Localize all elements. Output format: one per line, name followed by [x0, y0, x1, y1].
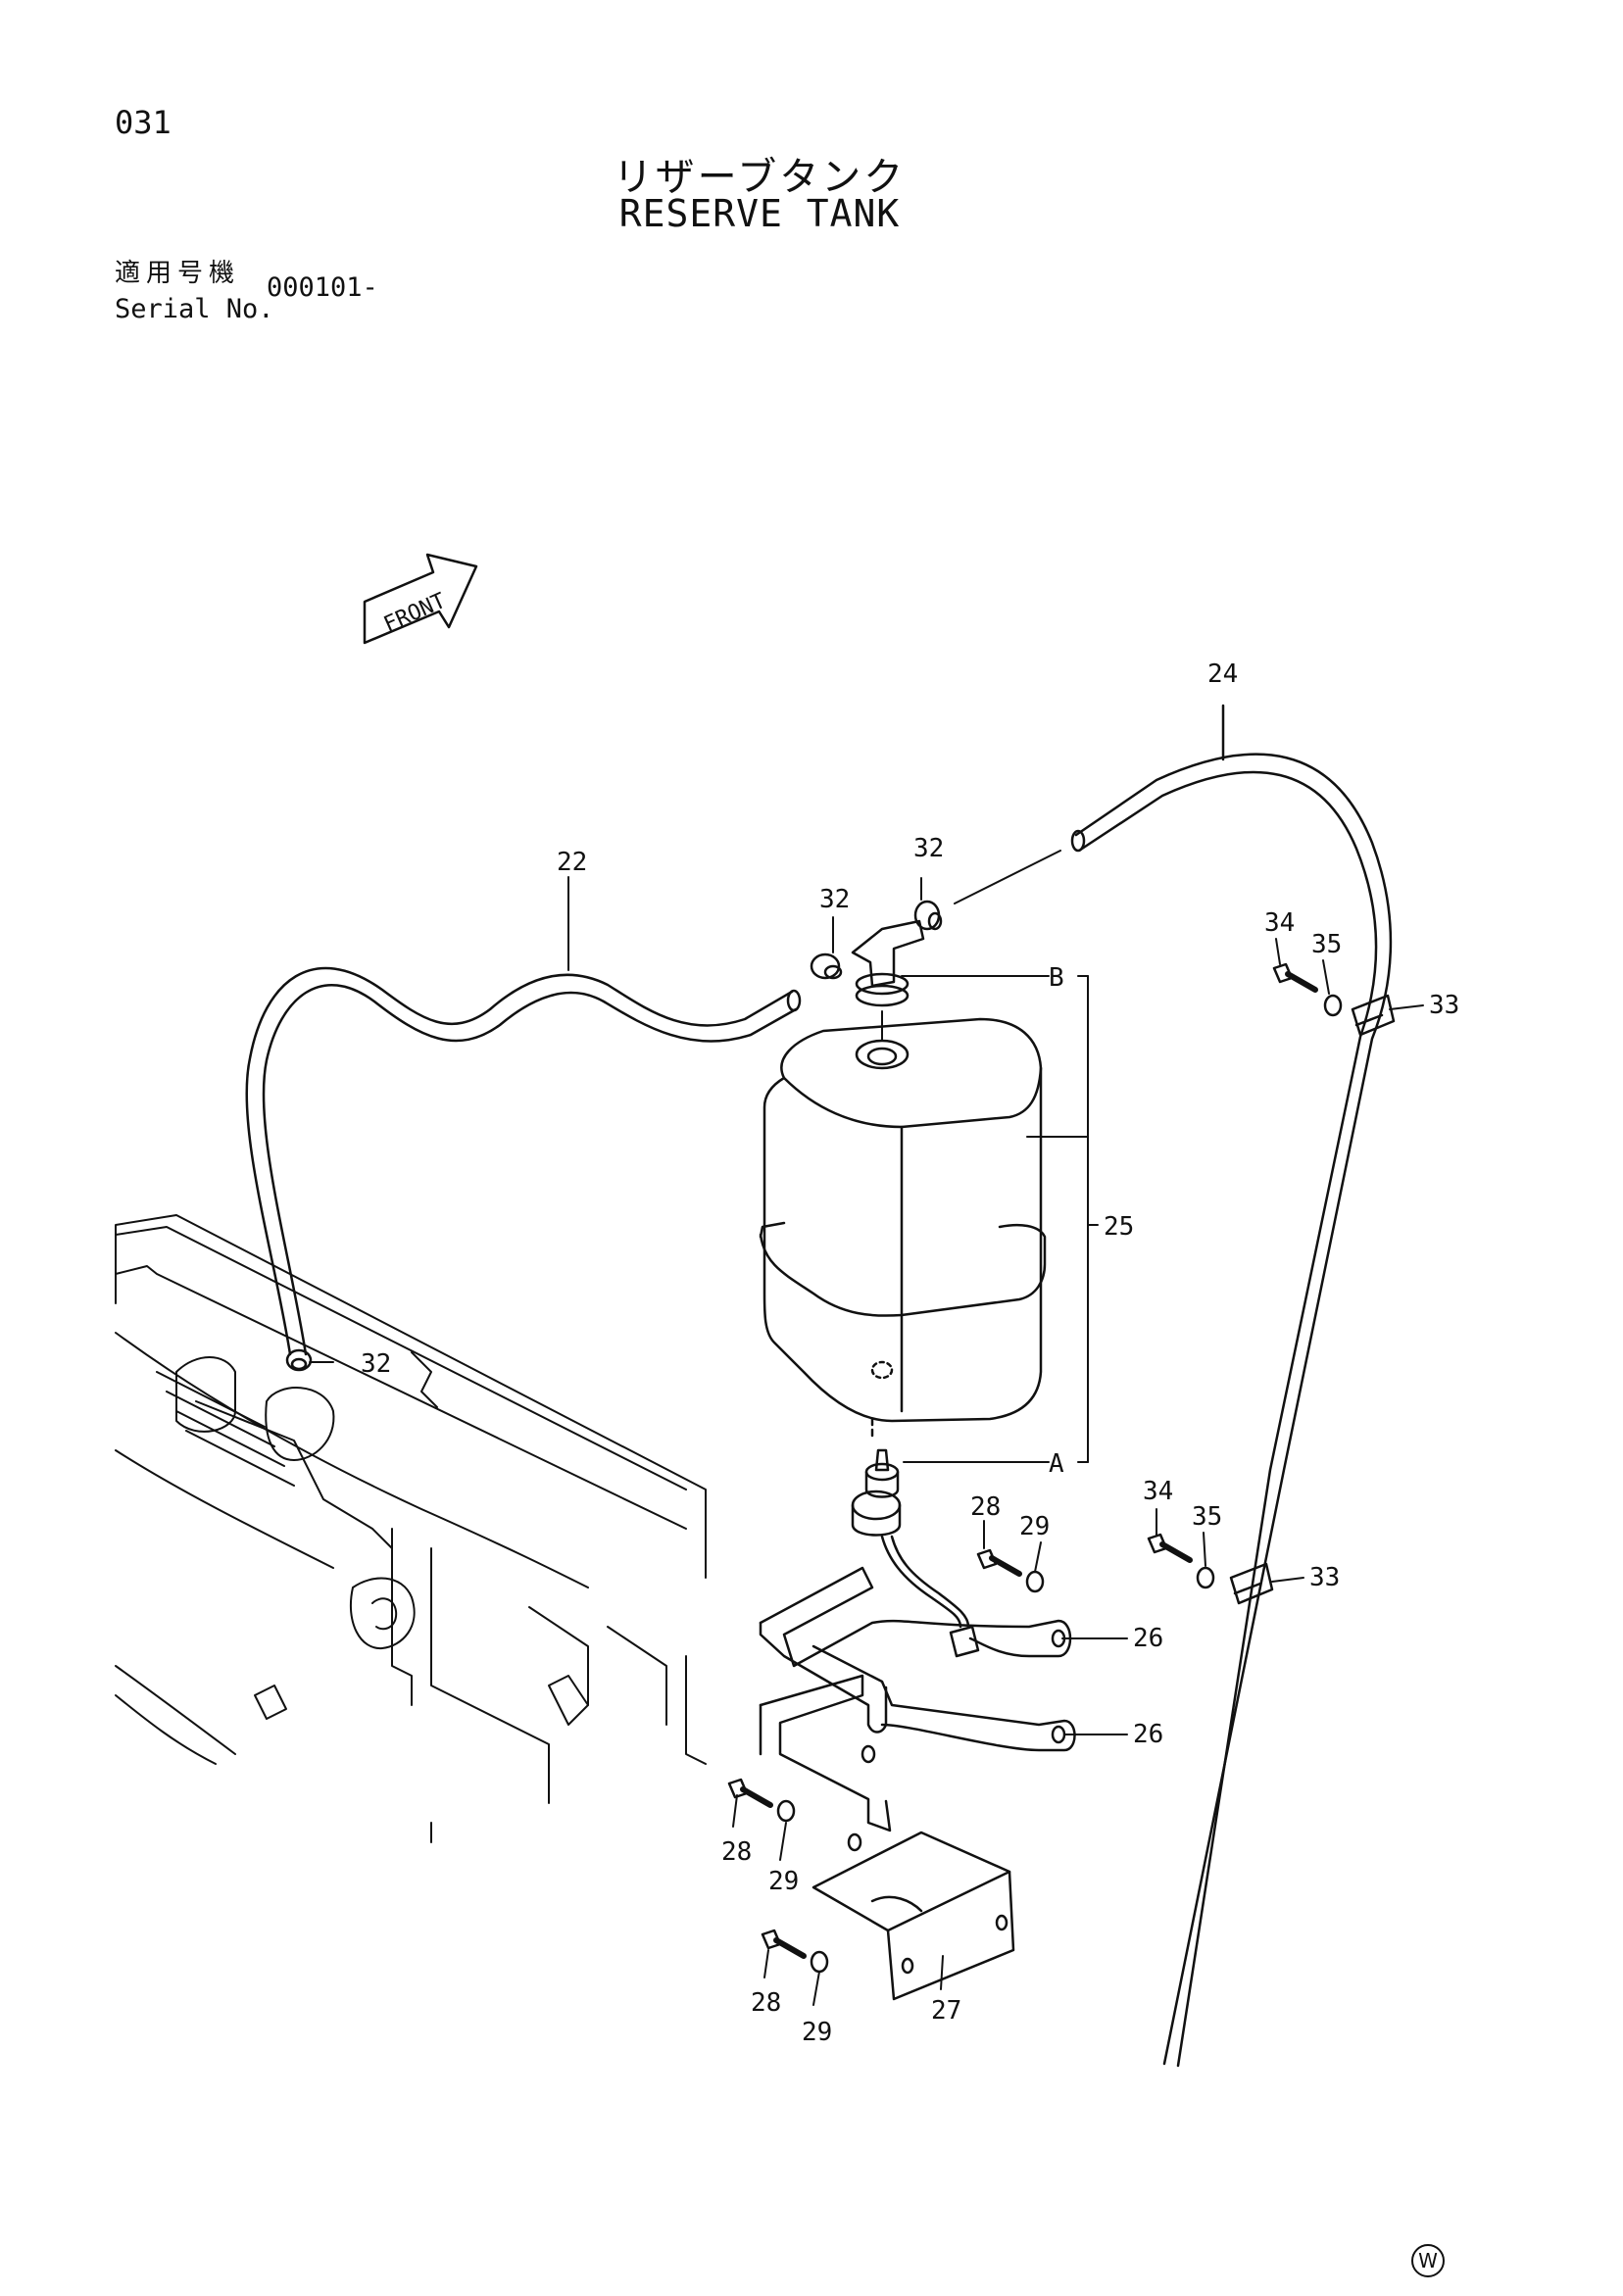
- bolt-icon: [1272, 962, 1343, 1017]
- bracket-26: [759, 1566, 1076, 1852]
- hose-clamp-icon: [913, 900, 943, 931]
- bolt-icon: [727, 1778, 796, 1823]
- callout-35: 35: [1192, 1502, 1222, 1532]
- callout-26: 26: [1133, 1624, 1163, 1653]
- callout-33: 33: [1309, 1563, 1340, 1592]
- hose-22: [245, 966, 802, 1356]
- callout-27: 27: [931, 1996, 961, 2026]
- serial-label: Serial No.: [115, 294, 274, 324]
- callout-29: 29: [768, 1867, 799, 1896]
- callout-34: 34: [1264, 908, 1295, 938]
- callout-B: B: [1049, 963, 1064, 993]
- clip-33: [1351, 994, 1396, 1037]
- callout-28: 28: [721, 1837, 752, 1867]
- callout-32: 32: [361, 1349, 391, 1379]
- callout-25: 25: [1104, 1212, 1134, 1242]
- callout-34: 34: [1143, 1477, 1173, 1506]
- hose-clamp-icon: [285, 1348, 313, 1372]
- callout-33: 33: [1429, 991, 1459, 1020]
- callout-22: 22: [557, 848, 587, 877]
- page-number: 031: [115, 104, 172, 141]
- callout-26: 26: [1133, 1720, 1163, 1749]
- callout-35: 35: [1311, 930, 1342, 959]
- front-arrow-icon: FRONT: [363, 553, 478, 645]
- callout-28: 28: [970, 1492, 1001, 1522]
- bolt-icon: [976, 1548, 1045, 1593]
- manufacturer-mark-icon: W: [1411, 2244, 1445, 2277]
- bolt-icon: [761, 1929, 829, 1974]
- page-title: RESERVE TANK: [618, 192, 901, 235]
- callout-A: A: [1049, 1449, 1064, 1479]
- reserve-tank: [759, 1010, 1047, 1423]
- page-title-japanese: リザーブタンク: [613, 155, 907, 200]
- bolt-icon: [1147, 1533, 1215, 1589]
- callout-29: 29: [1019, 1512, 1050, 1541]
- leader-lines: [567, 876, 1424, 2006]
- callout-24: 24: [1207, 659, 1238, 689]
- hose-24: [1070, 753, 1393, 2068]
- serial-label-japanese: 適用号機: [115, 259, 241, 288]
- callout-28: 28: [751, 1988, 781, 2018]
- tee-fitting: [851, 919, 925, 1007]
- front-label: FRONT: [380, 589, 450, 638]
- callout-32: 32: [819, 885, 850, 914]
- grommet-A: [851, 1417, 980, 1658]
- serial-value: 000101-: [267, 272, 378, 303]
- bracket-27: [812, 1831, 1015, 2001]
- radiator: [115, 1214, 707, 1843]
- callout-29: 29: [802, 2018, 832, 2047]
- callout-bracket: [309, 975, 1099, 1463]
- callout-32: 32: [913, 834, 944, 863]
- leader-32b: [954, 850, 1061, 904]
- hose-clamp-icon: [810, 953, 843, 980]
- clip-33: [1229, 1562, 1274, 1605]
